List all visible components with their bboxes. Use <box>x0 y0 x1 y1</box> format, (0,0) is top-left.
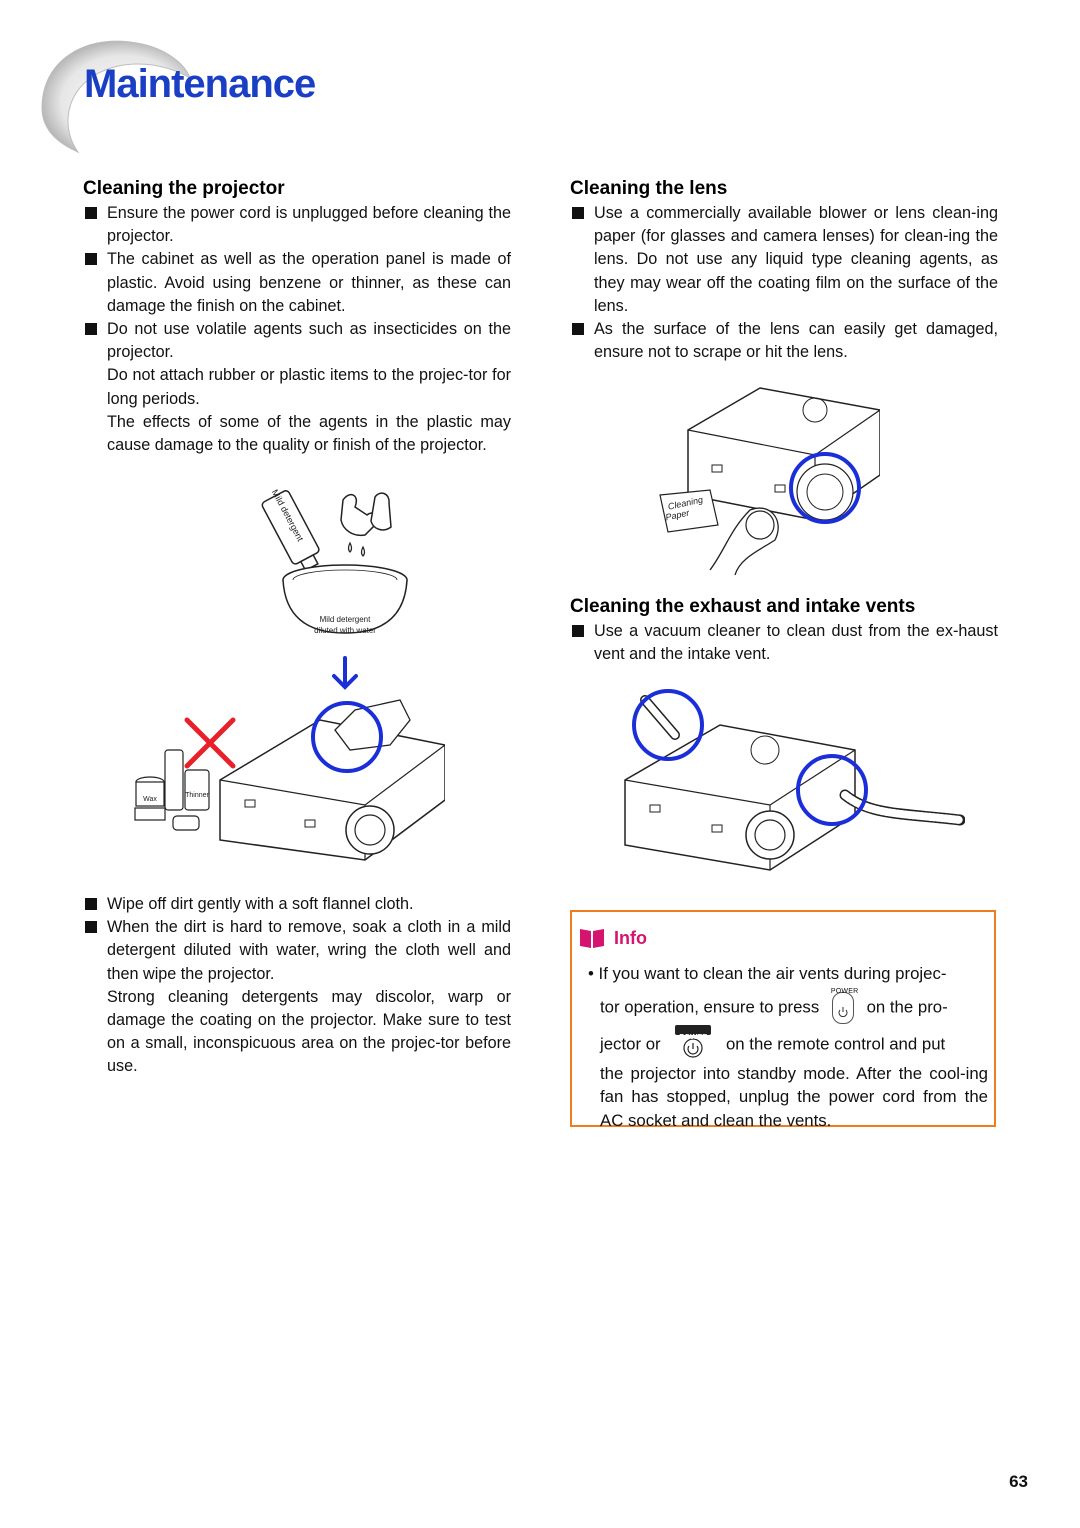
info-line-3a: jector or <box>600 1033 661 1053</box>
projector-wiping-illustration: Wax Thinner <box>134 699 445 861</box>
heading-cleaning-vents: Cleaning the exhaust and intake vents <box>570 596 916 617</box>
info-line-2a: tor operation, ensure to press <box>600 996 820 1016</box>
lens-cleaning-text: Use a commercially available blower or l… <box>570 202 998 364</box>
vents-cleaning-illustration <box>624 689 965 871</box>
info-line-1: • If you want to clean the air vents dur… <box>588 964 947 983</box>
thinner-label: Thinner <box>185 792 209 799</box>
wiping-instructions-text: Wipe off dirt gently with a soft flannel… <box>83 893 511 1079</box>
info-line-2: tor operation, ensure to press POWER on … <box>588 988 988 1024</box>
projector-cleaning-text: Ensure the power cord is unplugged befor… <box>83 202 511 457</box>
list-item: When the dirt is hard to remove, soak a … <box>83 916 511 986</box>
info-line-2b: on the pro- <box>866 996 948 1016</box>
down-arrow-icon <box>332 656 358 690</box>
wax-label: Wax <box>143 796 157 803</box>
projector-power-button-icon: POWER <box>831 988 858 1024</box>
list-item: Do not use volatile agents such as insec… <box>83 318 511 364</box>
lens-cleaning-illustration: Cleaning Paper <box>659 387 880 576</box>
info-line-3b: on the remote control and put <box>725 1033 946 1053</box>
remote-power-label: POWER <box>679 1031 708 1041</box>
heading-cleaning-lens: Cleaning the lens <box>570 178 728 199</box>
list-item: Ensure the power cord is unplugged befor… <box>83 202 511 248</box>
info-label: Info <box>614 927 647 948</box>
note-paragraph: The effects of some of the agents in the… <box>107 412 511 455</box>
info-line-4: the projector into standby mode. After t… <box>600 1063 988 1130</box>
vents-cleaning-text: Use a vacuum cleaner to clean dust from … <box>570 620 998 666</box>
heading-cleaning-projector: Cleaning the projector <box>83 178 285 199</box>
info-box <box>570 910 996 1127</box>
list-item: Use a commercially available blower or l… <box>570 202 998 318</box>
detergent-bowl-illustration: Mild detergent Mild detergent diluted wi… <box>261 488 408 635</box>
note-paragraph: Strong cleaning detergents may discolor,… <box>107 987 511 1076</box>
info-header: Info <box>578 926 647 950</box>
remote-power-button-icon: POWER <box>673 1024 713 1062</box>
list-item: The cabinet as well as the operation pan… <box>83 248 511 318</box>
list-item: Wipe off dirt gently with a soft flannel… <box>83 893 511 916</box>
info-text: • If you want to clean the air vents dur… <box>588 962 988 1132</box>
page-title: Maintenance <box>84 62 316 106</box>
power-caption: POWER <box>830 987 859 995</box>
bowl-label-1: Mild detergent <box>320 615 371 624</box>
bowl-label-2: diluted with water <box>314 626 376 635</box>
info-line-3: jector or POWER on the remote control an… <box>588 1024 988 1062</box>
header-decoration <box>41 40 191 154</box>
list-item: Use a vacuum cleaner to clean dust from … <box>570 620 998 666</box>
book-icon <box>580 929 604 948</box>
note-paragraph: Do not attach rubber or plastic items to… <box>107 366 511 408</box>
page-number: 63 <box>1009 1472 1028 1491</box>
list-item: As the surface of the lens can easily ge… <box>570 318 998 364</box>
